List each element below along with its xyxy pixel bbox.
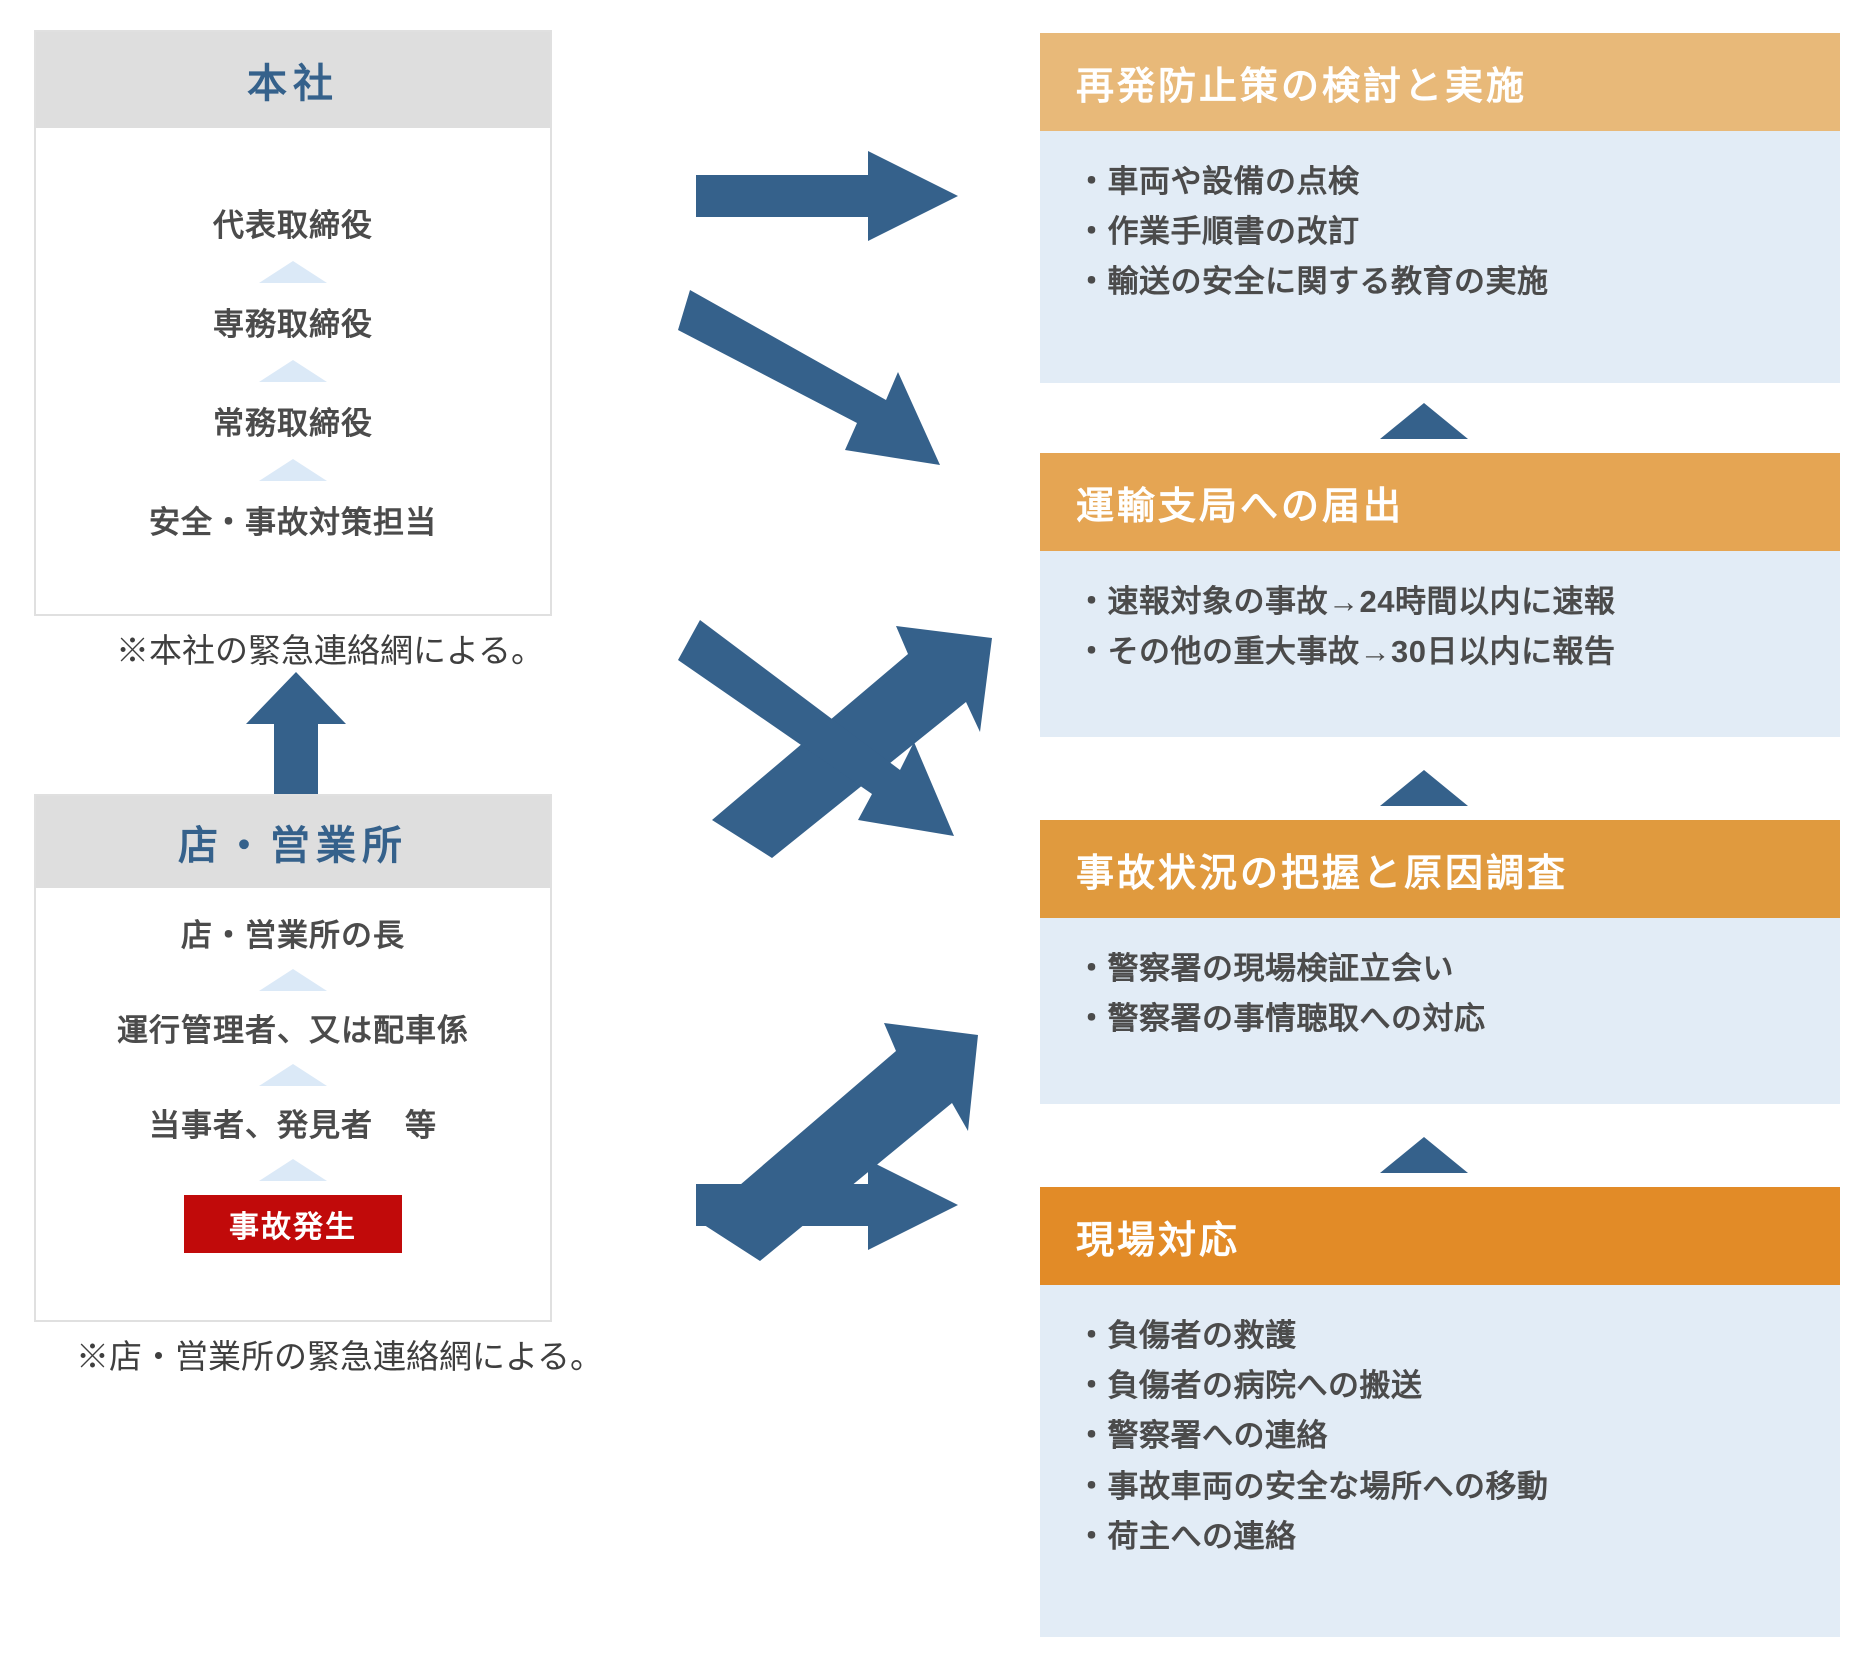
arrow-to-notification-panel (678, 290, 940, 465)
panel-list-item: 負傷者の病院への搬送 (1076, 1361, 1810, 1411)
head-office-title: 本社 (36, 32, 550, 128)
panel-list-item: 事故車両の安全な場所への移動 (1076, 1462, 1810, 1512)
branch-to-head-arrow (246, 672, 346, 794)
arrow-crossing-down-right (678, 620, 954, 836)
branch-office-roles: 店・営業所の長 運行管理者、又は配車係 当事者、発見者 等 事故発生 (36, 888, 550, 1320)
panel-list-item: 荷主への連絡 (1076, 1512, 1810, 1562)
chevron-up-icon (259, 360, 327, 382)
role-item: 専務取締役 (213, 307, 373, 342)
panel-list-item: 負傷者の救護 (1076, 1311, 1810, 1361)
branch-office-title: 店・営業所 (36, 796, 550, 888)
head-office-box: 本社 代表取締役 専務取締役 常務取締役 安全・事故対策担当 (34, 30, 552, 616)
role-item: 安全・事故対策担当 (149, 505, 437, 540)
chevron-up-icon (259, 261, 327, 283)
role-item: 当事者、発見者 等 (149, 1108, 437, 1143)
panel-list-item: 車両や設備の点検 (1076, 157, 1810, 207)
panel-list-item: 警察署の現場検証立会い (1076, 944, 1810, 994)
role-item: 常務取締役 (213, 406, 373, 441)
panel-list-item: 輸送の安全に関する教育の実施 (1076, 257, 1810, 307)
chevron-up-icon (259, 459, 327, 481)
panel-notification: 運輸支局への届出 速報対象の事故→24時間以内に速報 その他の重大事故→30日以… (1040, 453, 1840, 737)
panel-list-item: 速報対象の事故→24時間以内に速報 (1076, 577, 1810, 627)
connector-chevron-up-icon (1380, 403, 1468, 439)
branch-office-title-text: 店・営業所 (178, 824, 408, 868)
panel-onsite-title: 現場対応 (1076, 1219, 1241, 1262)
connector-chevron-up-icon (1380, 1137, 1468, 1173)
role-item: 運行管理者、又は配車係 (117, 1013, 469, 1048)
head-office-roles: 代表取締役 専務取締役 常務取締役 安全・事故対策担当 (36, 128, 550, 614)
panel-onsite: 現場対応 負傷者の救護 負傷者の病院への搬送 警察署への連絡 事故車両の安全な場… (1040, 1187, 1840, 1637)
panel-prevention-body: 車両や設備の点検 作業手順書の改訂 輸送の安全に関する教育の実施 (1040, 131, 1840, 383)
panel-notification-body: 速報対象の事故→24時間以内に速報 その他の重大事故→30日以内に報告 (1040, 551, 1840, 737)
accident-occurrence-label: 事故発生 (229, 1211, 357, 1244)
chevron-up-icon (259, 1064, 327, 1086)
panel-list-item: 警察署への連絡 (1076, 1411, 1810, 1461)
panel-prevention-header: 再発防止策の検討と実施 (1040, 33, 1840, 131)
branch-office-note: ※店・営業所の緊急連絡網による。 (76, 1340, 604, 1376)
panel-notification-title: 運輸支局への届出 (1076, 485, 1405, 528)
branch-office-box: 店・営業所 店・営業所の長 運行管理者、又は配車係 当事者、発見者 等 事故発生 (34, 794, 552, 1322)
panel-onsite-header: 現場対応 (1040, 1187, 1840, 1285)
panel-prevention: 再発防止策の検討と実施 車両や設備の点検 作業手順書の改訂 輸送の安全に関する教… (1040, 33, 1840, 383)
panel-list-item: 作業手順書の改訂 (1076, 207, 1810, 257)
chevron-up-icon (259, 1159, 327, 1181)
panel-notification-header: 運輸支局への届出 (1040, 453, 1840, 551)
arrow-to-onsite-panel (696, 1160, 958, 1250)
accident-occurrence-badge: 事故発生 (184, 1195, 402, 1253)
role-item: 代表取締役 (213, 208, 373, 243)
panel-prevention-title: 再発防止策の検討と実施 (1076, 65, 1528, 108)
head-office-title-text: 本社 (247, 62, 339, 106)
panel-list-item: 警察署の事情聴取への対応 (1076, 994, 1810, 1044)
panel-investigation-header: 事故状況の把握と原因調査 (1040, 820, 1840, 918)
connector-chevron-up-icon (1380, 770, 1468, 806)
arrow-to-prevention-panel (696, 151, 958, 241)
panel-investigation: 事故状況の把握と原因調査 警察署の現場検証立会い 警察署の事情聴取への対応 (1040, 820, 1840, 1104)
panel-list-item: その他の重大事故→30日以内に報告 (1076, 627, 1810, 677)
panel-investigation-title: 事故状況の把握と原因調査 (1076, 852, 1569, 895)
role-item: 店・営業所の長 (181, 918, 405, 953)
panel-onsite-body: 負傷者の救護 負傷者の病院への搬送 警察署への連絡 事故車両の安全な場所への移動… (1040, 1285, 1840, 1637)
head-office-note: ※本社の緊急連絡網による。 (116, 634, 545, 670)
panel-investigation-body: 警察署の現場検証立会い 警察署の事情聴取への対応 (1040, 918, 1840, 1104)
chevron-up-icon (259, 969, 327, 991)
